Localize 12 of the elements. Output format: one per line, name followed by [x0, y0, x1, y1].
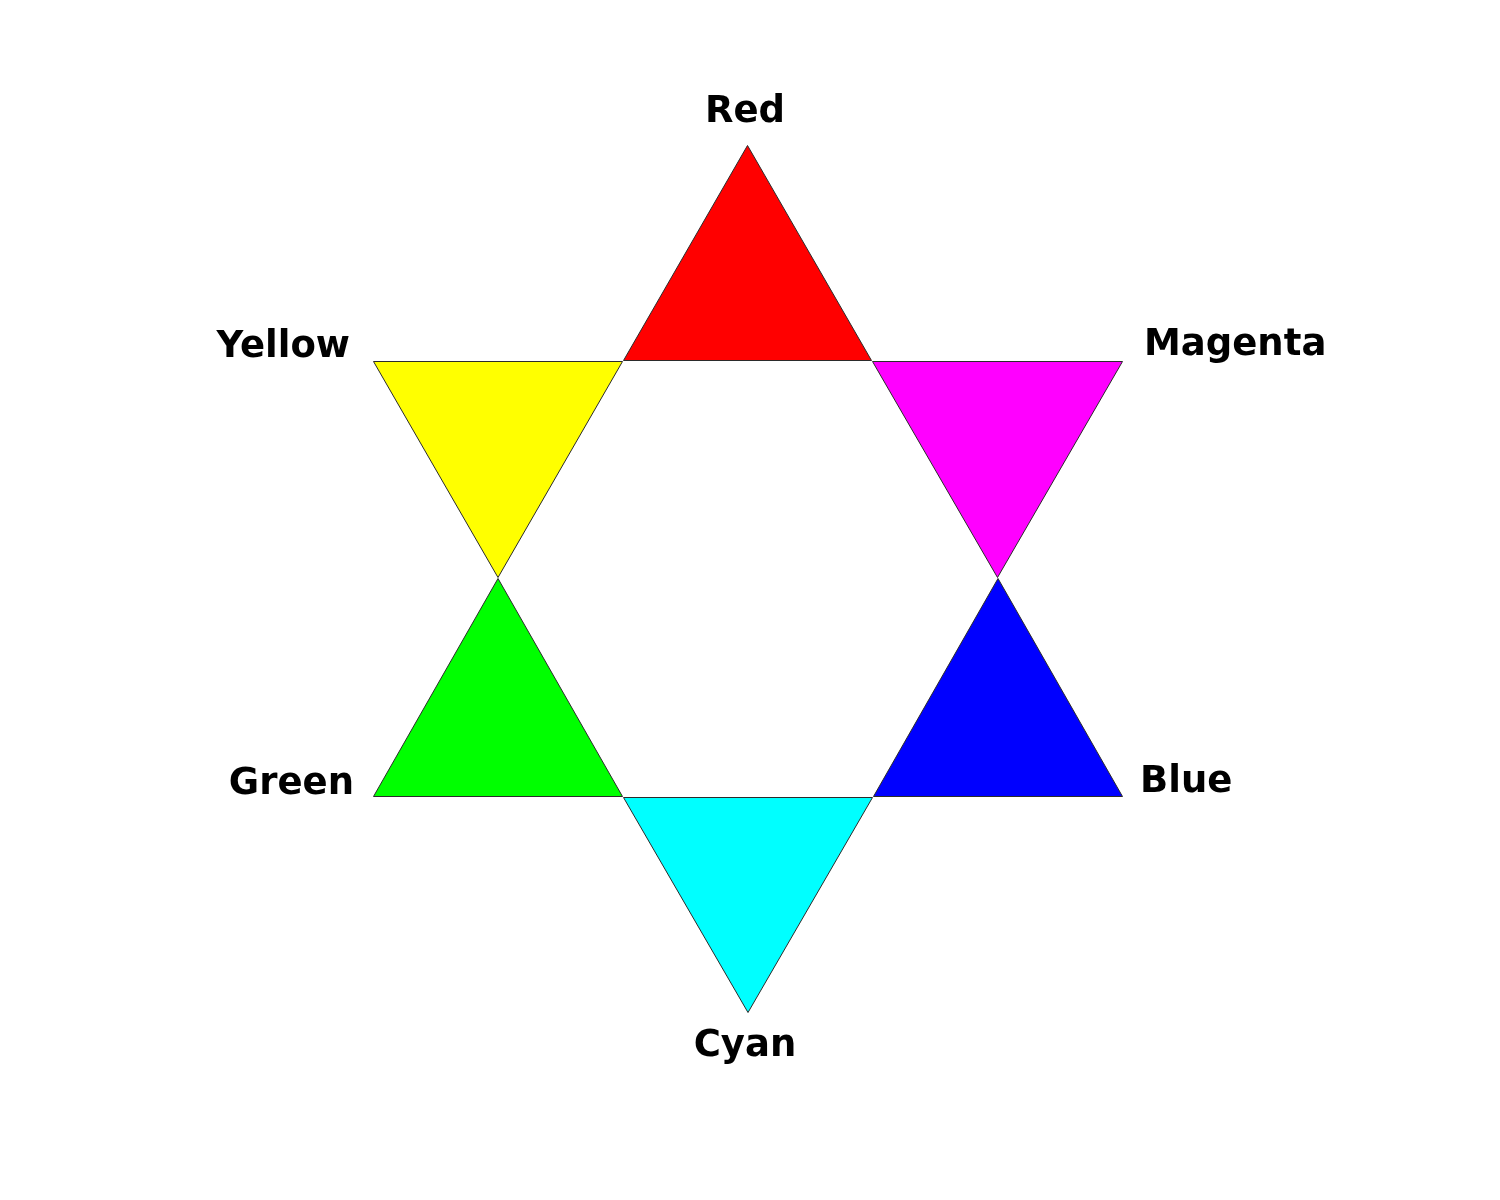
triangle	[873, 578, 1123, 797]
triangle	[373, 578, 623, 797]
triangle	[373, 361, 623, 578]
triangle-label: Blue	[1140, 758, 1233, 802]
triangle-label: Red	[704, 88, 786, 132]
triangle-label: Magenta	[1144, 321, 1327, 365]
triangle-label: Green	[228, 760, 354, 804]
triangle-label: Yellow	[216, 323, 350, 367]
triangle	[623, 145, 872, 361]
triangle	[623, 797, 873, 1013]
triangle-label: Cyan	[693, 1022, 797, 1066]
triangle	[872, 361, 1123, 578]
